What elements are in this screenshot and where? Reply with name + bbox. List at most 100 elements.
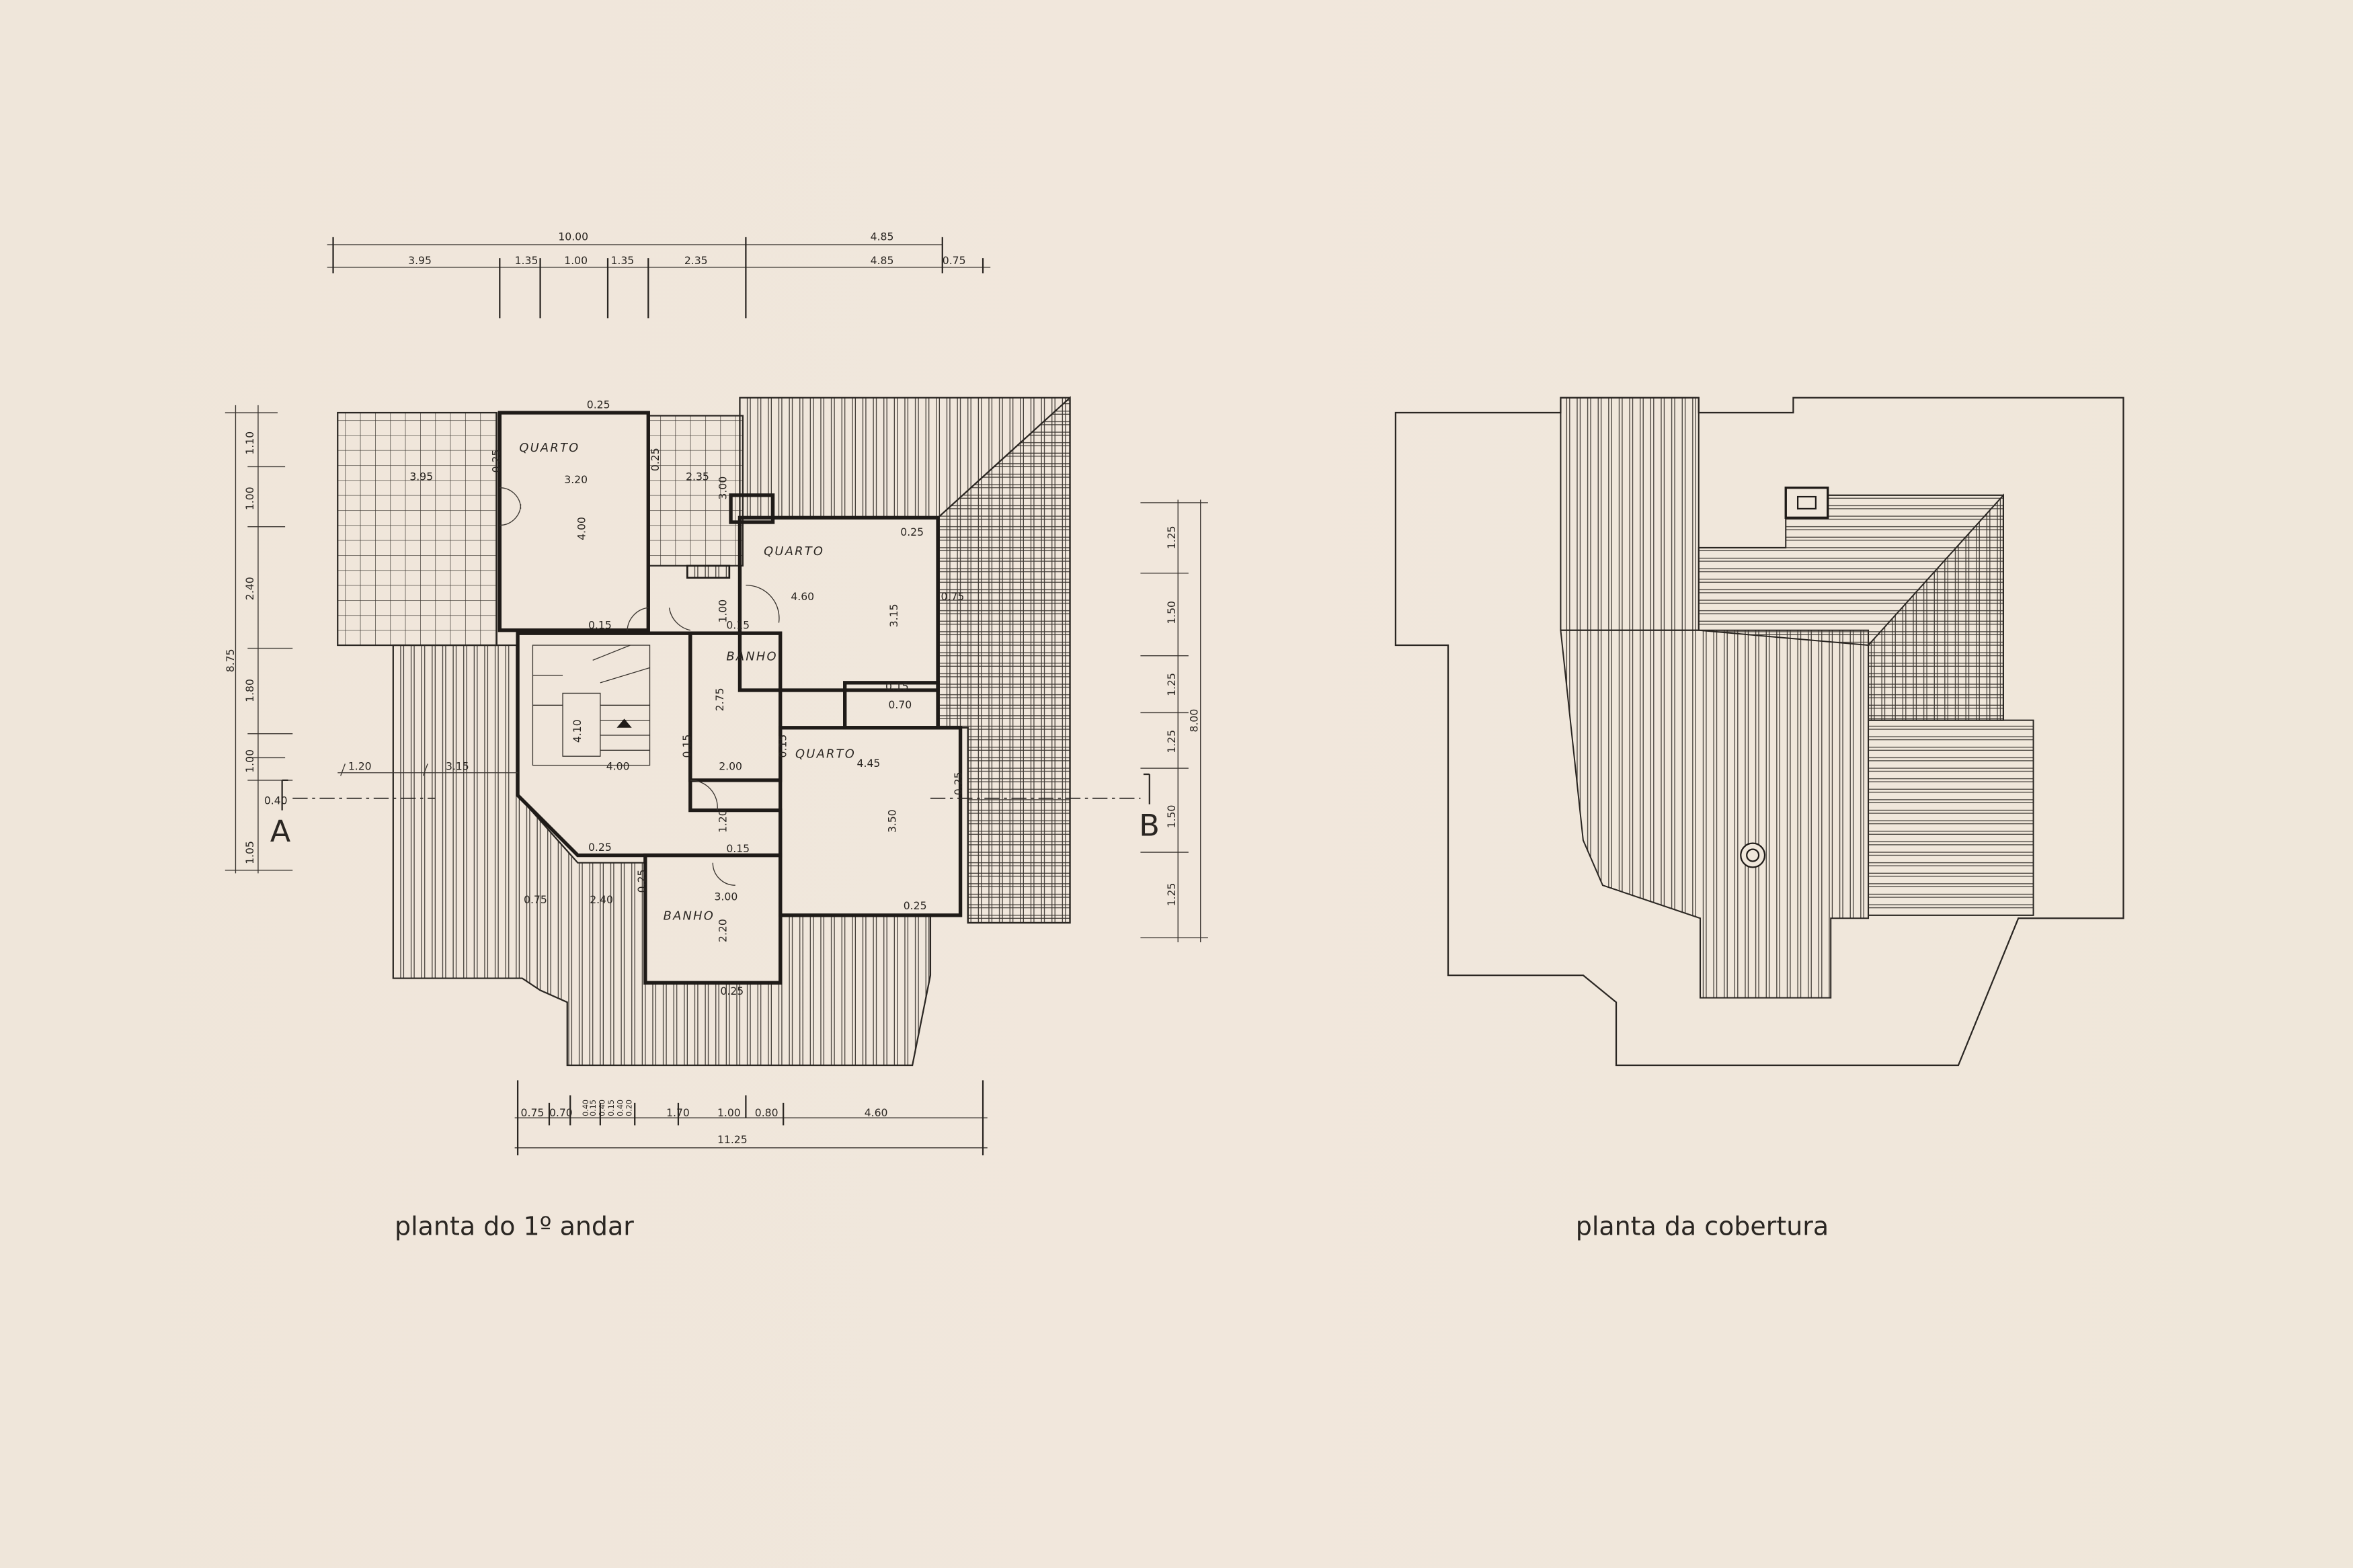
dim-label: 3.95 bbox=[409, 470, 433, 483]
dim-label: 3.15 bbox=[888, 604, 900, 627]
room-label-quarto: QUARTO bbox=[519, 441, 580, 455]
dim-label: 0.25 bbox=[904, 900, 927, 912]
dim-label: 4.60 bbox=[791, 591, 814, 603]
dim-bottom: 1.70 bbox=[666, 1107, 690, 1119]
dim-right-total: 8.00 bbox=[1188, 709, 1200, 733]
door-swings bbox=[500, 487, 780, 886]
dim-left-total: 8.75 bbox=[225, 649, 237, 672]
dim-top: 1.35 bbox=[610, 255, 634, 267]
dim-label: 0.25 bbox=[649, 448, 662, 471]
dim-bottom: 0.40 bbox=[582, 1100, 590, 1116]
room-label-banho: BANHO bbox=[726, 649, 777, 663]
tiled-patio bbox=[647, 415, 744, 567]
roof-slope bbox=[1560, 397, 1700, 631]
dim-top-overall: 10.00 bbox=[558, 231, 588, 243]
dim-bottom-total: 11.25 bbox=[717, 1134, 748, 1146]
dim-bottom: 0.40 bbox=[616, 1100, 625, 1116]
tiled-terrace-west bbox=[337, 411, 497, 647]
dim-bottom: 0.40 bbox=[598, 1100, 607, 1116]
dim-top: 4.85 bbox=[871, 255, 894, 267]
dim-label: 0.25 bbox=[587, 399, 610, 411]
dim-left: 1.00 bbox=[244, 487, 256, 510]
dim-right: 1.25 bbox=[1166, 526, 1178, 549]
bottom-dimensions: 0.75 0.70 0.40 0.15 0.40 0.15 0.40 0.20 … bbox=[514, 1080, 988, 1155]
dim-label: 0.75 bbox=[941, 591, 965, 603]
dim-label: 4.10 bbox=[571, 719, 584, 743]
interior-dimensions: 3.95 3.20 4.00 2.35 3.00 0.25 0.25 0.25 … bbox=[337, 399, 965, 997]
dim-top: 2.35 bbox=[684, 255, 708, 267]
dim-bottom: 0.70 bbox=[549, 1107, 573, 1119]
room-label-banho: BANHO bbox=[664, 909, 715, 923]
dim-bottom: 0.15 bbox=[607, 1100, 616, 1116]
dim-label: 2.20 bbox=[717, 919, 729, 942]
chimney-flue bbox=[1796, 495, 1817, 510]
dim-right: 1.50 bbox=[1166, 601, 1178, 624]
skylight-icon bbox=[1740, 842, 1766, 868]
dim-label: 0.70 bbox=[888, 699, 912, 711]
dim-left: 1.05 bbox=[244, 841, 256, 864]
dim-label: 3.15 bbox=[446, 760, 469, 772]
dim-label: 0.25 bbox=[588, 841, 612, 854]
stair-up-arrow-icon bbox=[616, 718, 632, 728]
dim-label: 0.75 bbox=[524, 894, 547, 906]
dim-label: 3.00 bbox=[717, 477, 729, 500]
dim-label: 4.00 bbox=[576, 517, 588, 540]
dim-label: 4.00 bbox=[606, 760, 630, 772]
dim-right: 1.25 bbox=[1166, 883, 1178, 907]
dim-label: 0.15 bbox=[777, 735, 789, 758]
walls bbox=[497, 411, 963, 985]
dim-label: 2.00 bbox=[719, 760, 742, 772]
plan-title: planta do 1º andar bbox=[395, 1211, 634, 1241]
right-dimensions: 1.25 1.50 1.25 1.25 1.50 1.25 8.00 bbox=[1140, 499, 1208, 942]
dim-bottom: 0.75 bbox=[521, 1107, 545, 1119]
dim-label: 2.75 bbox=[714, 688, 726, 711]
dim-label: 0.15 bbox=[726, 843, 750, 855]
dim-left: 0.40 bbox=[264, 795, 288, 807]
section-line: A B bbox=[270, 773, 1160, 849]
dim-top: 1.00 bbox=[564, 255, 588, 267]
roof-slope bbox=[1560, 629, 1870, 999]
dim-label: 0.25 bbox=[953, 772, 965, 795]
dim-left: 1.10 bbox=[244, 431, 256, 455]
plan-title: planta da cobertura bbox=[1576, 1211, 1829, 1241]
dim-left: 2.40 bbox=[244, 577, 256, 600]
dim-bottom: 1.00 bbox=[717, 1107, 741, 1119]
dim-right: 1.25 bbox=[1166, 730, 1178, 753]
dim-label: 0.15 bbox=[681, 735, 693, 758]
dim-bottom: 0.20 bbox=[625, 1100, 634, 1116]
balustrade bbox=[686, 565, 731, 579]
dim-label: 1.20 bbox=[717, 809, 729, 833]
dim-label: 3.50 bbox=[887, 809, 899, 833]
dim-bottom: 0.15 bbox=[589, 1100, 598, 1116]
left-dimensions: 8.75 1.10 1.00 2.40 1.80 1.00 0.40 1.05 bbox=[225, 405, 293, 874]
dim-label: 0.25 bbox=[900, 526, 924, 538]
dim-label: 0.15 bbox=[588, 619, 612, 631]
dim-label: 3.20 bbox=[564, 474, 588, 486]
dim-top: 3.95 bbox=[408, 255, 432, 267]
dim-label: 0.25 bbox=[490, 450, 502, 473]
dim-top: 0.75 bbox=[943, 255, 966, 267]
chimney bbox=[1784, 486, 1829, 519]
top-dimensions: 10.00 4.85 3.95 1.35 1.00 1.35 2.35 4.85… bbox=[327, 231, 991, 319]
dim-right: 1.25 bbox=[1166, 673, 1178, 696]
dim-label: 2.35 bbox=[686, 470, 709, 483]
room-label-quarto: QUARTO bbox=[795, 747, 856, 761]
dim-top: 1.35 bbox=[515, 255, 539, 267]
dim-label: 1.20 bbox=[348, 760, 372, 772]
section-marker-b: B bbox=[1139, 809, 1160, 843]
dim-bottom: 4.60 bbox=[865, 1107, 888, 1119]
dim-left: 1.00 bbox=[244, 749, 256, 773]
dim-left: 1.80 bbox=[244, 679, 256, 702]
roof-plan: planta da cobertura bbox=[1394, 397, 2124, 1241]
dim-label: 2.40 bbox=[590, 894, 613, 906]
roof-slope bbox=[1868, 719, 2034, 916]
dim-label: 0.15 bbox=[726, 619, 750, 631]
room-label-quarto: QUARTO bbox=[764, 544, 824, 559]
section-marker-a: A bbox=[270, 814, 291, 849]
dim-label: 1.00 bbox=[717, 600, 729, 623]
dim-label: 3.00 bbox=[714, 891, 737, 903]
dim-label: 0.25 bbox=[720, 985, 744, 997]
chimney bbox=[729, 493, 775, 524]
